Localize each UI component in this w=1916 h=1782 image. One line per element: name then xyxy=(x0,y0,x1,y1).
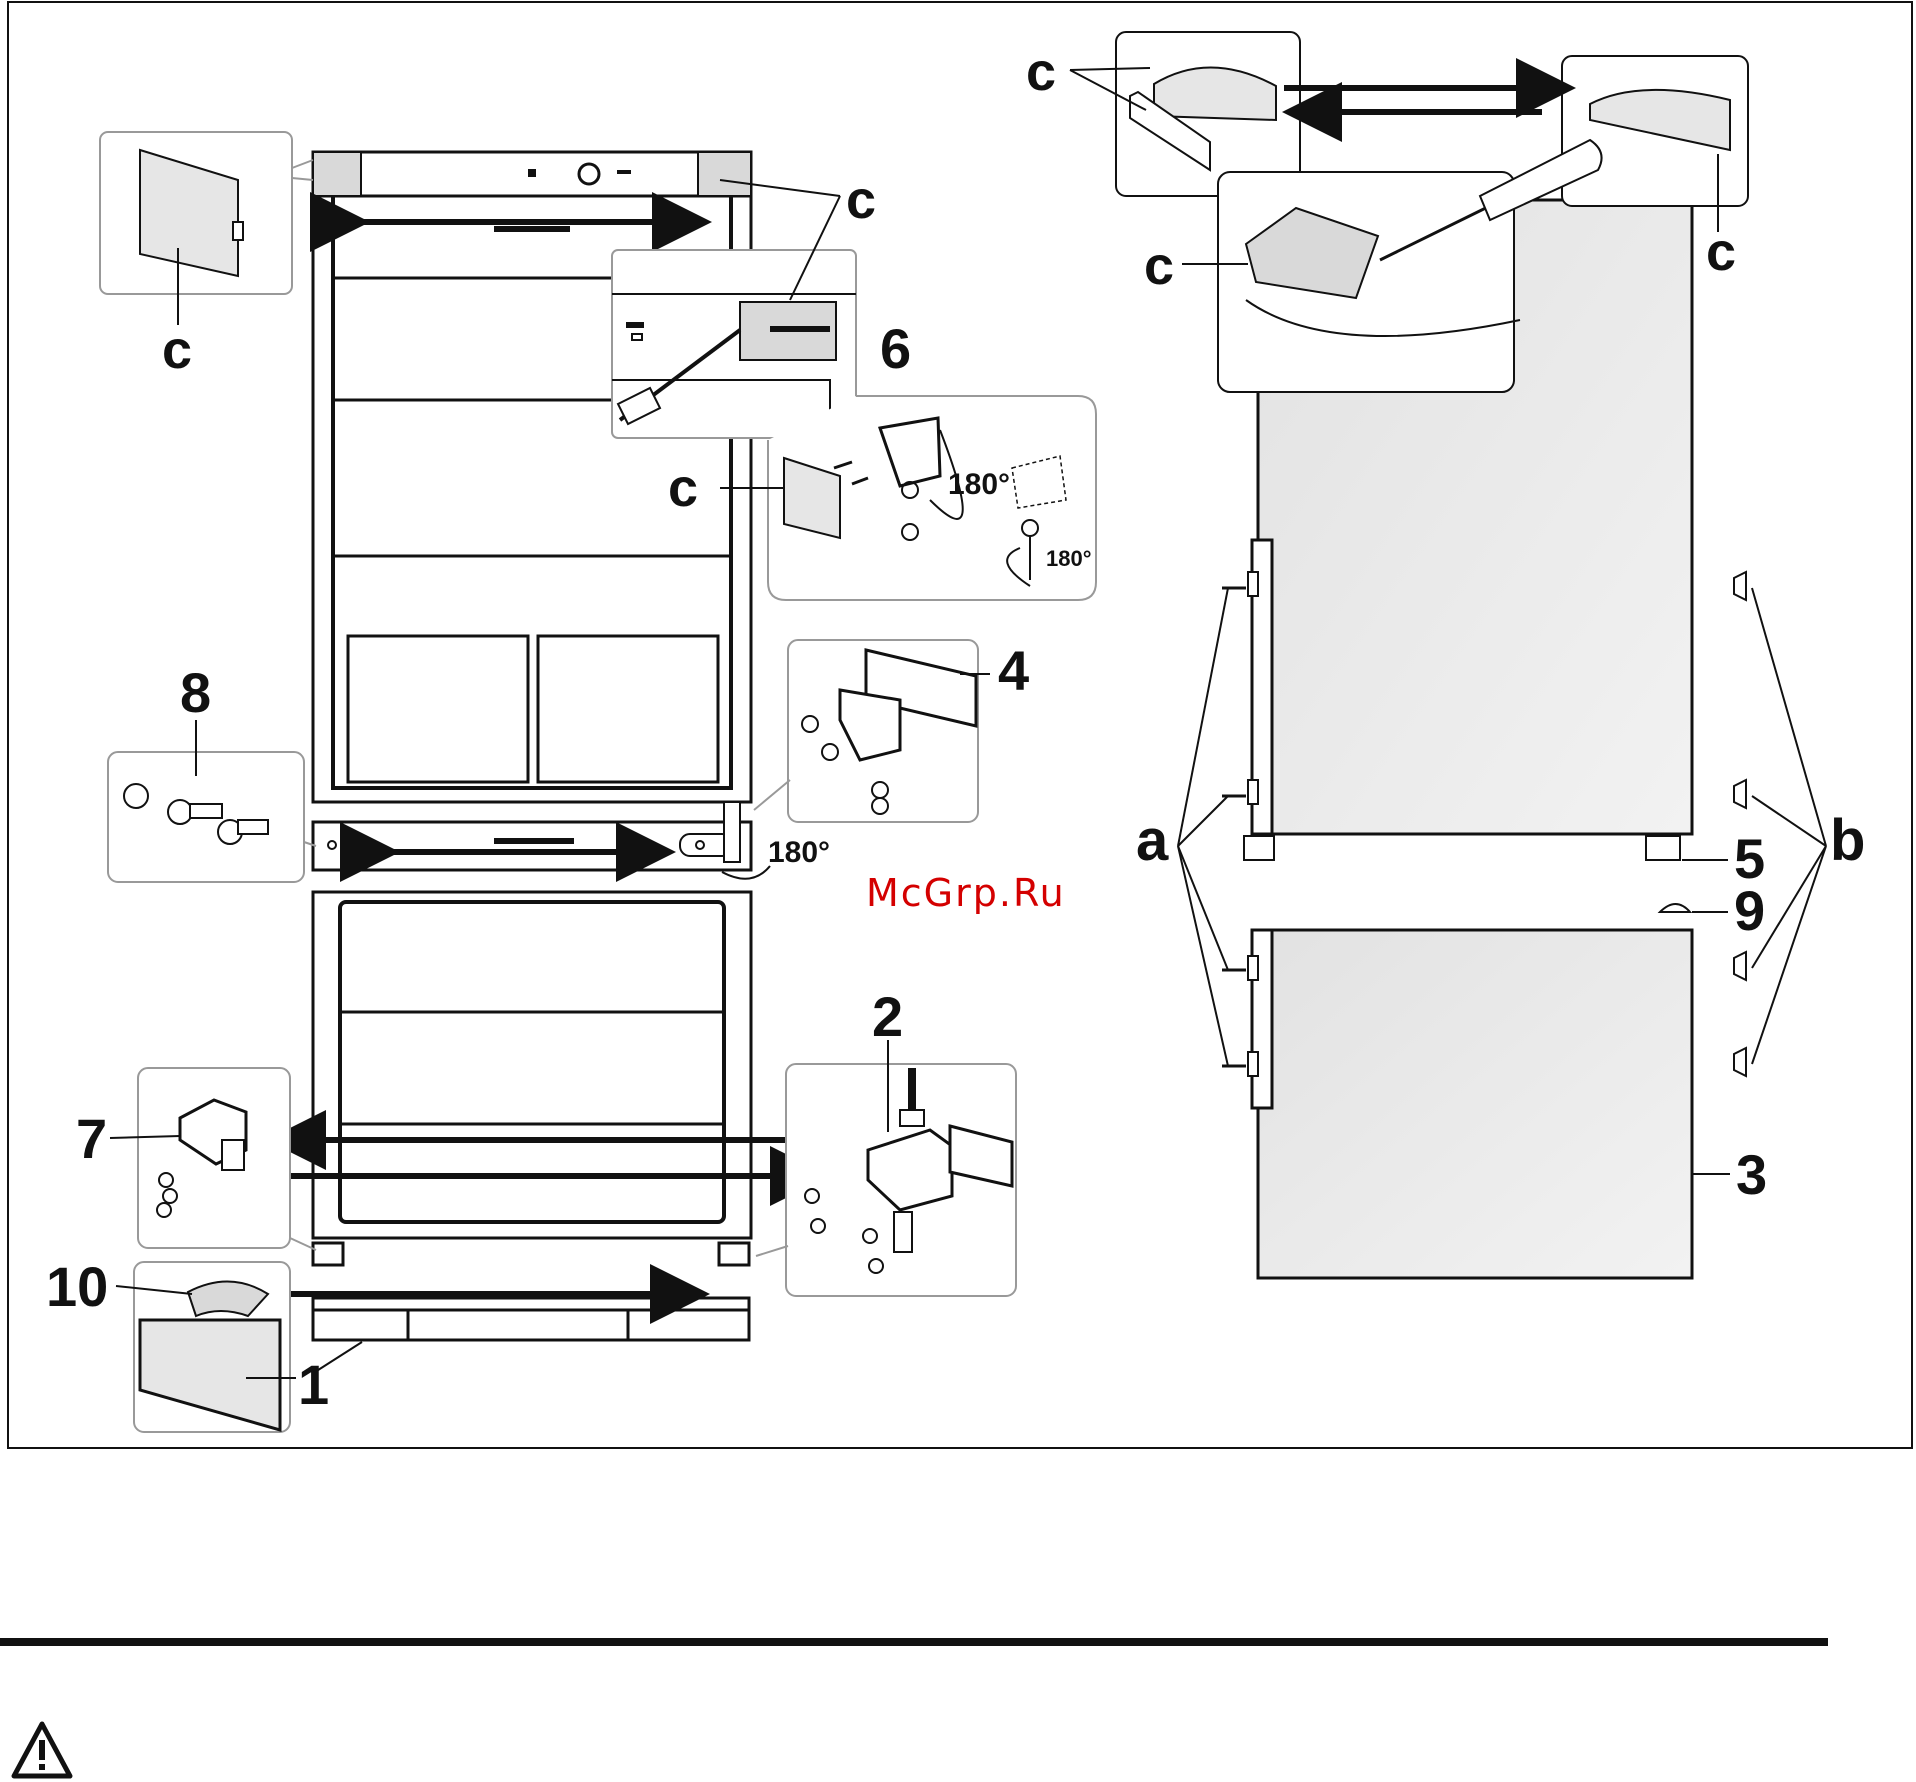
label-10: 10 xyxy=(46,1255,108,1318)
label-180-pin: 180° xyxy=(1046,546,1092,571)
label-6: 6 xyxy=(880,317,911,380)
section-rule xyxy=(0,1638,1828,1646)
middle-bar xyxy=(313,802,770,879)
label-7: 7 xyxy=(76,1107,107,1170)
label-180-hinge: 180° xyxy=(948,468,1010,501)
callout-top-left-cover xyxy=(100,132,313,325)
lower-door xyxy=(1248,930,1692,1278)
label-2: 2 xyxy=(872,985,903,1048)
label-3: 3 xyxy=(1736,1143,1767,1206)
label-a: a xyxy=(1136,808,1169,873)
watermark: McGrp.Ru xyxy=(866,871,1066,915)
part-9 xyxy=(1660,904,1690,912)
label-c-hinge: c xyxy=(668,458,698,518)
plinth-grille xyxy=(313,1298,749,1340)
label-c-right-top: c xyxy=(1026,42,1056,102)
callout-4 xyxy=(754,640,990,822)
leaders-a xyxy=(1178,588,1228,1066)
callout-7 xyxy=(110,1068,316,1250)
label-b: b xyxy=(1830,808,1865,873)
callout-2 xyxy=(756,1040,1016,1296)
label-180-middle: 180° xyxy=(768,836,830,869)
label-4: 4 xyxy=(998,639,1029,702)
top-control-panel xyxy=(313,152,751,196)
label-8: 8 xyxy=(180,661,211,724)
callout-10 xyxy=(116,1262,296,1432)
callout-8 xyxy=(108,720,316,882)
warning-triangle-icon xyxy=(14,1724,70,1776)
leaders-b xyxy=(1752,588,1826,1064)
top-left-cover xyxy=(313,152,361,196)
fridge-lower-cabinet xyxy=(313,892,751,1265)
callout-6 xyxy=(612,250,856,438)
plugs-b xyxy=(1734,572,1746,1076)
label-9: 9 xyxy=(1734,879,1765,942)
label-1: 1 xyxy=(298,1353,329,1416)
label-c-upper: c xyxy=(846,170,876,230)
screws-a xyxy=(1222,588,1246,1066)
label-c-right-edge: c xyxy=(1706,222,1736,282)
label-c-right-mid: c xyxy=(1144,236,1174,296)
label-c-top-left: c xyxy=(162,320,192,380)
top-right-cover xyxy=(698,152,751,196)
